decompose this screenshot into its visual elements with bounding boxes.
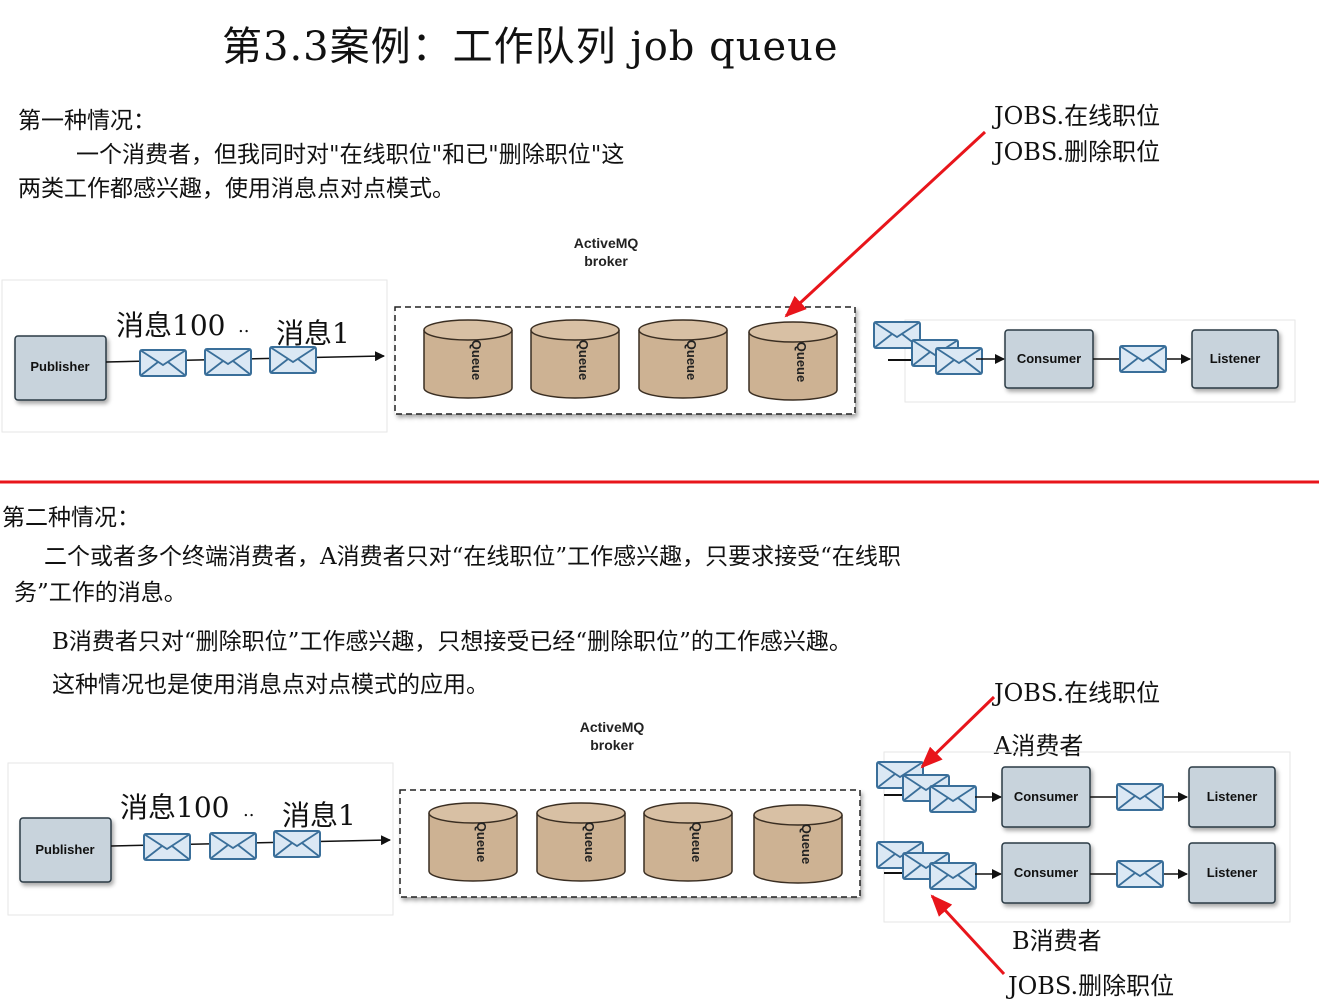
queue-label: Queue [582, 822, 597, 862]
envelope-icon [273, 830, 321, 858]
queue-cylinder-icon [530, 319, 620, 399]
publisher-label-1: Publisher [30, 359, 89, 374]
consumer-a-label: A消费者 [994, 732, 1084, 760]
envelope-icon [935, 347, 983, 375]
section2-text-line1: 二个或者多个终端消费者，A消费者只对“在线职位”工作感兴趣，只要求接受“在线职 [44, 544, 901, 570]
section1-text-line1: 一个消费者，但我同时对"在线职位"和已"删除职位"这 [76, 142, 625, 168]
msg-last-label-1: 消息1 [276, 317, 350, 350]
page-title: 第3.3案例：工作队列 job queue [222, 24, 839, 70]
envelope-icon [929, 785, 977, 813]
queue-cylinder-icon [423, 319, 513, 399]
queue-label: Queue [684, 340, 699, 380]
section1-text-line2: 两类工作都感兴趣，使用消息点对点模式。 [18, 176, 455, 202]
msg-last-label-2: 消息1 [282, 799, 356, 832]
envelope-icon [143, 833, 191, 861]
msg-dots-2: .. [243, 800, 255, 821]
listener-box-1 [1191, 329, 1279, 389]
queue-label: Queue [794, 342, 809, 382]
section2-heading: 第二种情况： [2, 505, 140, 531]
publisher-label-2: Publisher [35, 842, 94, 857]
queue-label: Queue [689, 822, 704, 862]
envelope-icon [929, 862, 977, 890]
consumer-label-1: Consumer [1017, 351, 1081, 366]
queue-cylinder-icon [638, 319, 728, 399]
queue-label: Queue [469, 340, 484, 380]
listener-label-a: Listener [1207, 789, 1258, 804]
msg-first-label-2: 消息100 [120, 791, 230, 824]
queue-label: Queue [474, 822, 489, 862]
msg-dots-1: .. [238, 316, 250, 337]
envelope-icon [1119, 345, 1167, 373]
annotation-jobs-online: JOBS.在线职位 [994, 102, 1161, 130]
publisher-box-1 [14, 335, 107, 401]
section2-text-line4: 这种情况也是使用消息点对点模式的应用。 [52, 672, 489, 698]
envelope-icon [209, 832, 257, 860]
section2-text-line3: B消费者只对“删除职位”工作感兴趣，只想接受已经“删除职位”的工作感兴趣。 [52, 629, 852, 655]
queue-label: Queue [799, 824, 814, 864]
envelope-icon [1116, 860, 1164, 888]
annotation-arrow-2 [920, 695, 996, 769]
section1-heading: 第一种情况： [18, 108, 156, 134]
queue-cylinder-icon [643, 802, 733, 882]
annotation-jobs-deleted-2: JOBS.删除职位 [1008, 972, 1175, 1000]
queue-cylinder-icon [748, 321, 838, 401]
envelope-icon [139, 349, 187, 377]
queue-cylinder-icon [753, 804, 843, 884]
annotation-arrow-3 [930, 894, 1006, 976]
consumer-label-a: Consumer [1014, 789, 1078, 804]
listener-box-b [1188, 842, 1276, 904]
queue-cylinder-icon [536, 802, 626, 882]
publisher-box-2 [19, 817, 112, 883]
annotation-jobs-deleted: JOBS.删除职位 [994, 138, 1161, 166]
listener-box-a [1188, 766, 1276, 828]
envelope-icon [1116, 783, 1164, 811]
diagram-1: Publisher Queue Queue Queue Queue Consum… [1, 130, 1296, 433]
listener-label-1: Listener [1210, 351, 1261, 366]
annotation-arrow-1 [784, 130, 987, 318]
section2-text-line2: 务”工作的消息。 [14, 580, 187, 606]
consumer-label-b: Consumer [1014, 865, 1078, 880]
listener-label-b: Listener [1207, 865, 1258, 880]
msg-first-label-1: 消息100 [116, 309, 226, 342]
queue-cylinder-icon [428, 802, 518, 882]
envelope-icon [269, 346, 317, 374]
queue-label: Queue [576, 340, 591, 380]
annotation-jobs-online-2: JOBS.在线职位 [994, 679, 1161, 707]
diagram-2: Publisher Queue Queue Queue Queue Consum… [7, 695, 1291, 976]
consumer-box-b [1001, 842, 1091, 904]
consumer-b-label: B消费者 [1012, 927, 1102, 955]
envelope-icon [204, 348, 252, 376]
